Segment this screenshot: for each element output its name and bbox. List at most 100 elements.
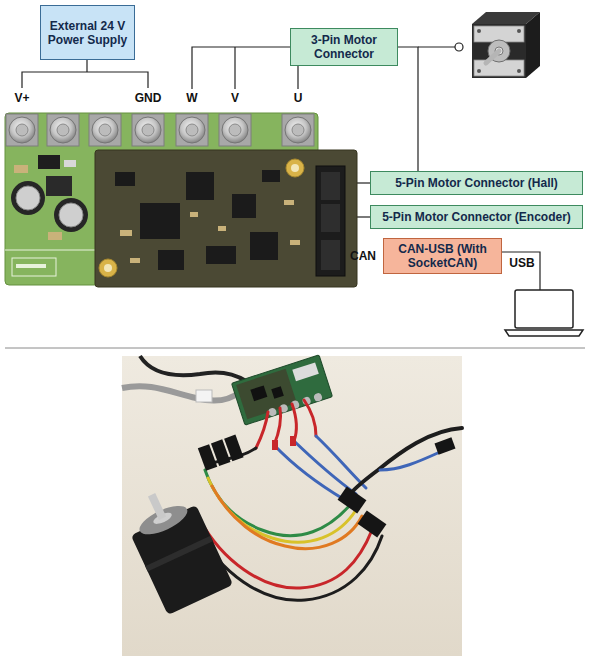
- controller-module: [232, 194, 256, 218]
- module-connector: [321, 240, 340, 270]
- motor-icon: [517, 69, 521, 73]
- setup-photo: [140, 356, 246, 381]
- setup-photo: [122, 356, 462, 656]
- setup-photo: [316, 436, 366, 488]
- setup-photo: [434, 437, 455, 454]
- setup-photo: [256, 412, 268, 448]
- setup-photo: [236, 369, 297, 419]
- controller-module: [218, 226, 226, 231]
- setup-photo: [198, 435, 244, 471]
- motor-icon: [477, 29, 481, 33]
- controller-module: [286, 159, 304, 177]
- module-connector: [316, 166, 345, 276]
- module-connector: [321, 172, 340, 200]
- power-wire: [22, 72, 148, 88]
- screw-terminal: [219, 114, 251, 146]
- controller-module: [190, 212, 198, 217]
- screw-terminal: [142, 124, 154, 136]
- setup-photo: [358, 511, 387, 538]
- power-components: [16, 186, 40, 210]
- separator-line: [5, 348, 585, 349]
- screw-terminal: [47, 114, 79, 146]
- screw-terminal: [229, 124, 241, 136]
- screw-terminal: [222, 117, 248, 143]
- usb-wire: [502, 252, 540, 290]
- screw-terminal: [176, 114, 208, 146]
- pin-label: V+: [2, 91, 42, 105]
- motor-wire: [418, 46, 455, 47]
- screw-terminal: [9, 117, 35, 143]
- screw-terminal: [89, 114, 121, 146]
- box-text: External 24 V Power Supply: [45, 19, 130, 47]
- setup-photo: [196, 390, 212, 402]
- screw-terminal: [292, 124, 304, 136]
- setup-photo: [208, 478, 356, 542]
- controller-module: [104, 264, 112, 272]
- laptop-icon: [505, 290, 583, 336]
- screw-terminal: [50, 117, 76, 143]
- module-connector: [316, 166, 345, 276]
- power-components: [11, 181, 45, 215]
- pin-label: W: [172, 91, 212, 105]
- controller-module: [99, 259, 117, 277]
- setup-photo: [119, 480, 233, 616]
- power-wire: [86, 60, 87, 72]
- setup-photo: [338, 487, 367, 514]
- pin-label: V: [215, 91, 255, 105]
- connector-box: 5-Pin Motor Connector (Encoder): [370, 205, 583, 229]
- motor-icon: [517, 29, 521, 33]
- setup-photo: [205, 470, 350, 536]
- screw-terminal: [285, 117, 311, 143]
- setup-photo: [380, 452, 440, 470]
- controller-module: [186, 172, 214, 200]
- setup-photo: [358, 511, 387, 538]
- controller-module: [262, 170, 280, 182]
- setup-photo: [348, 428, 462, 497]
- setup-photo: [145, 536, 213, 572]
- signal-label: CAN: [344, 249, 382, 263]
- connector-box: 5-Pin Motor Connector (Hall): [370, 171, 583, 195]
- setup-photo: [292, 362, 319, 381]
- screw-terminal: [16, 124, 28, 136]
- laptop-icon: [505, 330, 583, 336]
- pcb-board: [16, 264, 46, 268]
- controller-module: [284, 200, 294, 205]
- setup-photo: [196, 528, 382, 600]
- setup-photo: [224, 435, 243, 462]
- motor-icon: [472, 24, 526, 78]
- controller-module: [250, 232, 278, 260]
- motor-icon: [486, 51, 499, 63]
- controller-module: [95, 150, 357, 287]
- connector-box: 3-Pin Motor Connector: [290, 28, 398, 66]
- motor-phase-wire: [234, 47, 235, 89]
- leader-wires: [22, 47, 540, 290]
- connector-line: [398, 47, 418, 171]
- controller-module: [115, 172, 135, 186]
- screw-terminal: [99, 124, 111, 136]
- setup-photo: [136, 500, 192, 540]
- setup-photo: [148, 493, 166, 520]
- controller-module: [95, 150, 357, 287]
- setup-photo: [304, 400, 316, 436]
- screw-terminal: [186, 124, 198, 136]
- pcb-board: [5, 250, 95, 251]
- setup-photo: [338, 487, 367, 514]
- motor-phase-wire: [297, 66, 298, 89]
- motor-icon: [526, 12, 540, 78]
- controller-module: [290, 240, 300, 245]
- power-components: [48, 232, 62, 240]
- pcb-board: [12, 258, 56, 276]
- signal-label: USB: [504, 256, 540, 270]
- screw-terminal: [57, 124, 69, 136]
- pin-label: U: [278, 91, 318, 105]
- adapter-box: CAN-USB (With SocketCAN): [383, 238, 502, 274]
- controller-module: [140, 203, 180, 239]
- screw-terminal: [179, 117, 205, 143]
- screw-terminal: [132, 114, 164, 146]
- motor-icon: [472, 12, 540, 78]
- power-components: [11, 155, 88, 240]
- screw-terminal: [6, 114, 38, 146]
- controller-module: [130, 258, 140, 263]
- setup-photo: [271, 386, 284, 399]
- screw-terminal: [135, 117, 161, 143]
